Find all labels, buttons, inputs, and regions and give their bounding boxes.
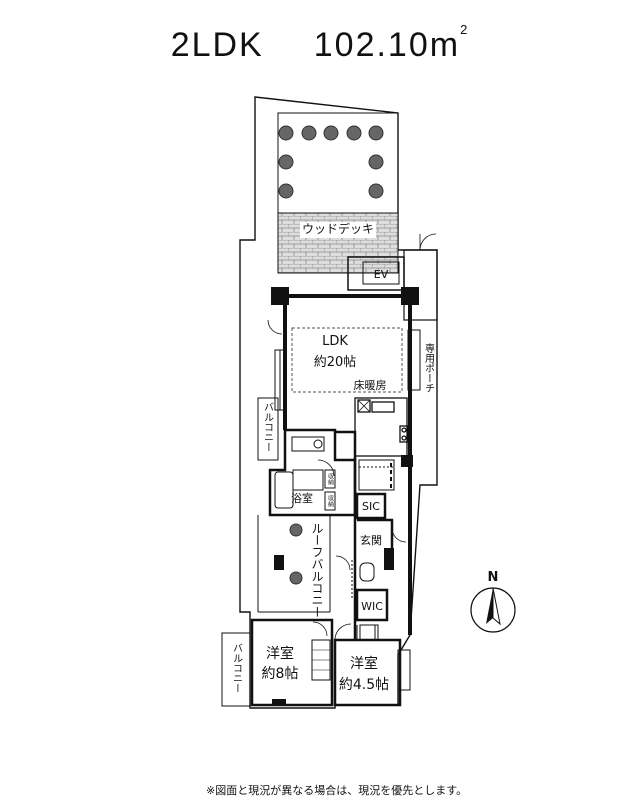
bottom-balcony-label: バルコニー (231, 643, 243, 693)
private-porch-label: 専用ポーチ (423, 343, 435, 393)
tree-icon (289, 571, 303, 585)
page-title: 2LDK 102.10m2 (0, 22, 640, 65)
north-label: N (488, 570, 499, 585)
tree-icon (278, 125, 294, 141)
exterior-wall (285, 294, 412, 465)
column (272, 699, 286, 705)
western-room-1-label: 洋室 (266, 645, 294, 662)
sic-room (355, 492, 387, 520)
bottom-balcony (221, 632, 251, 707)
column (384, 548, 394, 570)
tree-icon (368, 125, 384, 141)
footnote: ※図面と現況が異なる場合は、現況を優先とします。 (206, 784, 468, 797)
floor-area: 102.10m (313, 26, 461, 64)
roof-balcony-label: ルーフバルコニー (310, 522, 324, 618)
tree-icon (368, 183, 384, 199)
tree-icon (346, 125, 362, 141)
western-room-2 (333, 638, 402, 707)
wic-room (355, 588, 389, 622)
storage-label-a: 収納 (327, 473, 334, 486)
column (271, 287, 289, 305)
tree-icon (278, 154, 294, 170)
western-room-2-size: 約4.5帖 (339, 677, 389, 693)
tree-icon (323, 125, 339, 141)
north-arrow-icon: N (470, 570, 516, 633)
ev-label: EV (374, 268, 389, 281)
ldk-size-label: 約20帖 (314, 355, 357, 370)
left-balcony-label: バルコニー (262, 402, 274, 452)
tree-icon (289, 523, 303, 537)
western-room-1 (250, 618, 334, 707)
column (401, 287, 419, 305)
layout-type: 2LDK (170, 26, 264, 64)
ldk-label: LDK (322, 334, 348, 349)
column (401, 455, 413, 467)
tree-icon (301, 125, 317, 141)
bath-label: 浴室 (291, 491, 313, 505)
wood-deck-area (277, 112, 399, 274)
wood-deck-label: ウッドデッキ (302, 221, 374, 236)
tree-icon (278, 183, 294, 199)
entrance-label: 玄関 (360, 533, 382, 547)
storage-label-b: 収納 (327, 495, 334, 508)
tree-icon (368, 154, 384, 170)
planter-box (274, 555, 284, 570)
floor-heating-label: 床暖房 (354, 378, 387, 392)
western-room-2-label: 洋室 (350, 655, 378, 672)
floor-heating-area (291, 327, 403, 393)
sic-label: SIC (362, 500, 380, 513)
toilet (359, 562, 375, 582)
western-room-1-size: 約8帖 (262, 666, 299, 682)
left-balcony (257, 397, 279, 461)
kitchen (354, 397, 409, 457)
wic-label: WIC (361, 600, 383, 613)
area-unit-superscript: 2 (460, 22, 470, 37)
